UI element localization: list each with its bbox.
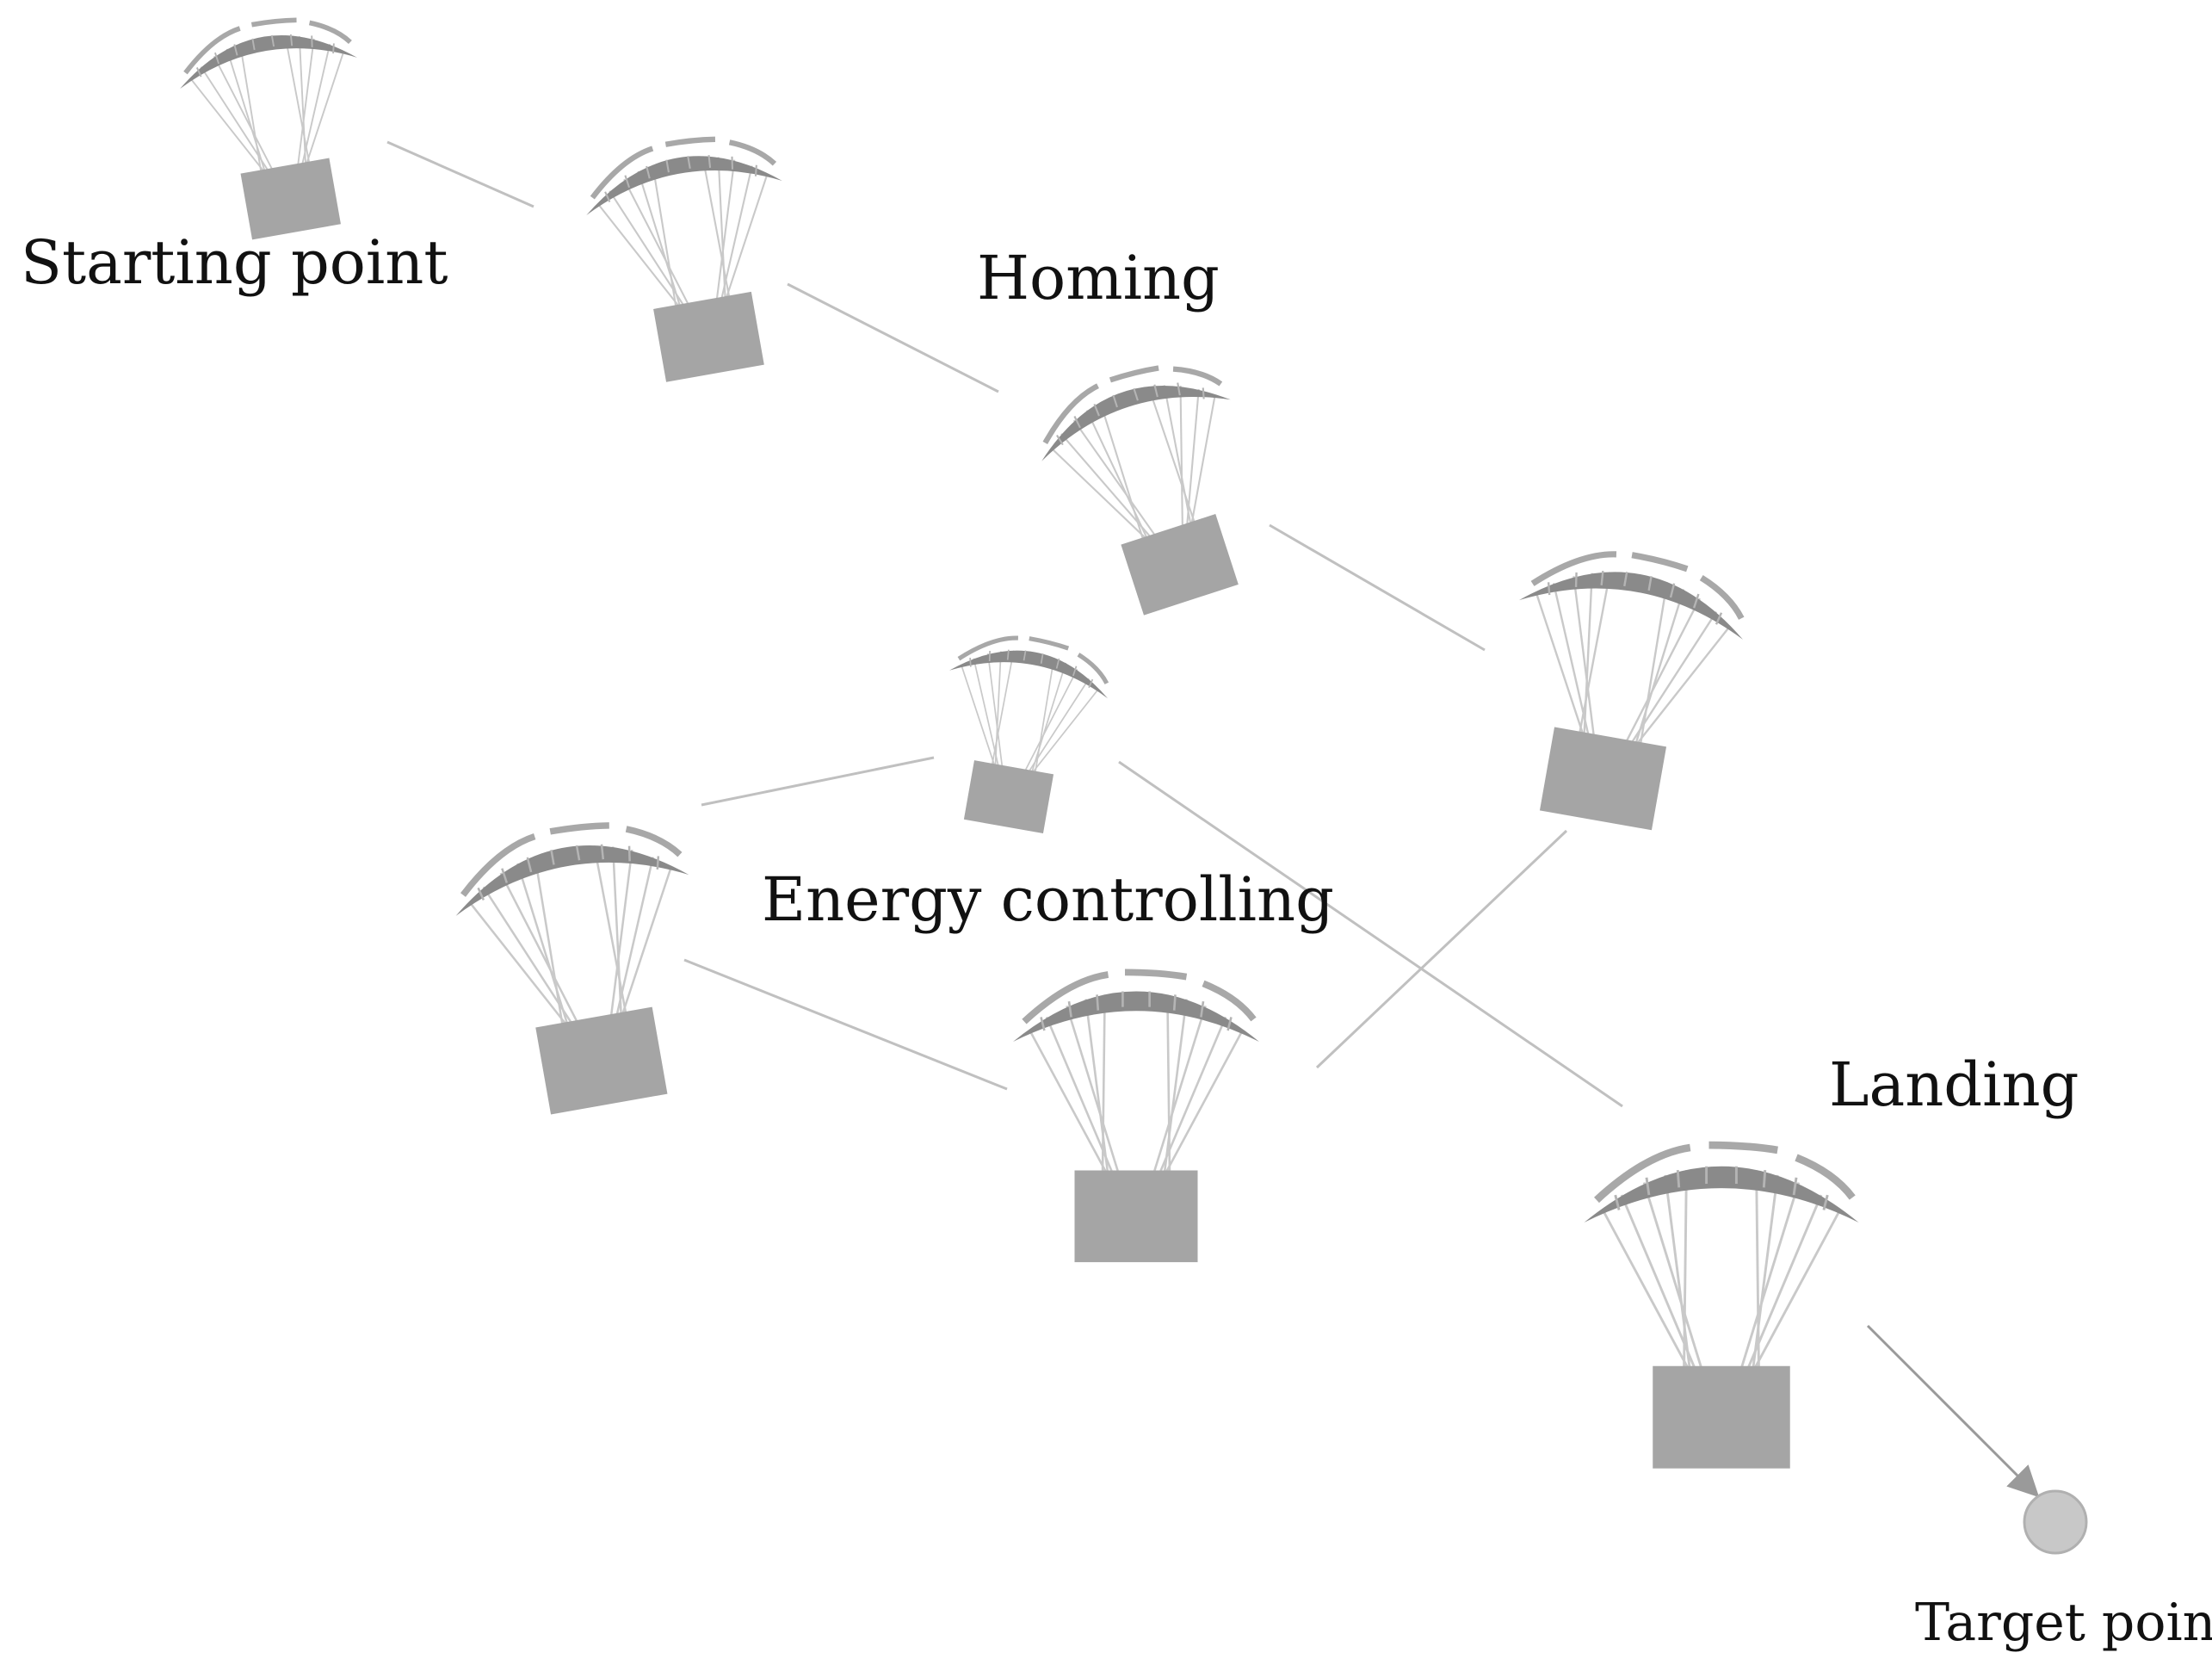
path-segment — [701, 756, 935, 807]
parafoil-icon-4 — [1484, 537, 1754, 840]
energy-controlling-label: Energy controlling — [762, 864, 1334, 935]
final-approach-arrow — [1866, 1324, 2040, 1498]
target-point-marker — [2023, 1489, 2088, 1555]
parafoil-icon-6 — [444, 809, 726, 1125]
parafoil-icon-3 — [1024, 346, 1286, 630]
parafoil-icon-7 — [1013, 972, 1259, 1262]
path-segment — [1315, 829, 1568, 1069]
path-segment — [683, 958, 1008, 1091]
parafoil-icon-1 — [171, 8, 386, 248]
trajectory-path — [386, 140, 2040, 1498]
path-segment — [1269, 523, 1486, 652]
path-segment — [787, 282, 999, 393]
path-segment — [386, 140, 534, 208]
parafoil-icon-2 — [577, 126, 813, 391]
target-point-label: Target point — [1915, 1593, 2212, 1653]
parafoil-icon-5 — [924, 626, 1115, 840]
starting-point-label: Starting point — [21, 227, 448, 298]
path-segment — [1118, 760, 1623, 1108]
parafoil-icon-8 — [1585, 1145, 1859, 1469]
homing-label: Homing — [977, 243, 1220, 313]
landing-label: Landing — [1829, 1049, 2079, 1120]
